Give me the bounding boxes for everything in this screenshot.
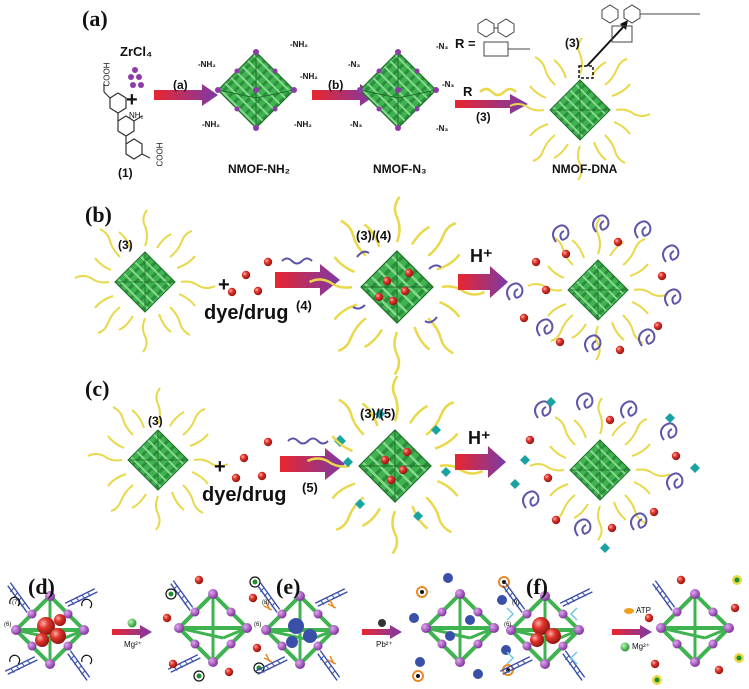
arrow-step-3 — [455, 94, 528, 114]
n3-group-5: -N₃ — [350, 120, 363, 129]
inset-id-label: (3) — [565, 36, 580, 50]
nh2-group-3: -NH₂ — [294, 120, 312, 129]
e-strand-id: (8) — [262, 600, 270, 606]
panel-f-graphics — [496, 575, 744, 685]
r-label: R — [463, 84, 473, 99]
cooh-bottom-label: COOH — [155, 142, 165, 167]
b-start-id: (3) — [118, 238, 133, 252]
linker-molecule — [103, 84, 151, 160]
nh2-group-4: -NH₂ — [198, 60, 216, 69]
b-trigger-label: H⁺ — [470, 246, 493, 266]
b-reagent-id: (4) — [296, 298, 312, 313]
e-core-id: (6) — [254, 622, 262, 628]
panel-c-label: (c) — [85, 376, 110, 401]
plus-b: + — [218, 274, 230, 296]
panel-d-graphics — [1, 575, 265, 682]
plus-a: + — [126, 89, 138, 111]
panel-b-label: (b) — [85, 202, 112, 227]
panel-a-label: (a) — [82, 6, 108, 31]
c-complex-id: (3)/(5) — [360, 406, 396, 421]
n3-group-3: -N₃ — [436, 124, 449, 133]
plus-c: + — [214, 456, 226, 478]
step-a-label: (a) — [173, 78, 188, 92]
n3-group-1: -N₃ — [436, 42, 449, 51]
r-group-structure — [477, 18, 530, 57]
nmof-dna-label: NMOF-DNA — [552, 162, 618, 176]
c-start-id: (3) — [148, 414, 163, 428]
dna-conjugate-structure — [601, 4, 700, 43]
panel-f-label: (f) — [526, 574, 548, 599]
n3-group-4: -N₃ — [348, 60, 361, 69]
nh2-group-5: -NH₂ — [202, 120, 220, 129]
e-trigger-label: Pb²⁺ — [376, 640, 393, 649]
zr-cluster — [128, 74, 134, 80]
b-dye-label: dye/drug — [204, 302, 289, 324]
n3-group-2: -N₃ — [442, 80, 455, 89]
panel-c-graphics — [87, 374, 700, 555]
arrow-load-c — [280, 448, 345, 480]
arrow-release-c — [455, 446, 506, 478]
cooh-top-label: COOH — [102, 62, 112, 87]
nh2-label: NH₂ — [129, 111, 144, 120]
arrow-load-b — [275, 264, 340, 296]
c-dye-label: dye/drug — [202, 484, 287, 506]
d-trigger-label: Mg²⁺ — [124, 640, 142, 649]
f-strand-id: (9) — [512, 600, 520, 606]
r-equals-label: R = — [455, 36, 476, 51]
nh2-group-1: -NH₂ — [290, 40, 308, 49]
f-trigger-atp: ATP — [636, 606, 651, 615]
arrow-release-b — [458, 266, 508, 298]
d-strand-id: (7) — [12, 600, 20, 606]
panel-b-graphics — [74, 195, 682, 376]
b-complex-id: (3)/(4) — [356, 228, 392, 243]
f-trigger-mg: Mg²⁺ — [632, 642, 650, 651]
step-3-label: (3) — [476, 110, 491, 124]
nh2-group-2: -NH₂ — [300, 72, 318, 81]
linker-id: (1) — [118, 166, 133, 180]
step-b-label: (b) — [328, 78, 344, 92]
nmof-n3-label: NMOF-N₃ — [373, 162, 427, 176]
c-reagent-id: (5) — [302, 480, 318, 495]
nmof-nh2-label: NMOF-NH₂ — [228, 162, 290, 176]
panel-e-label: (e) — [276, 574, 301, 599]
panel-d-label: (d) — [28, 574, 55, 599]
d-core-id: (6) — [4, 622, 12, 628]
c-trigger-label: H⁺ — [468, 428, 491, 448]
f-core-id: (6) — [504, 622, 512, 628]
panel-e-graphics — [251, 573, 514, 682]
panel-a-graphics — [103, 4, 700, 181]
zrcl4-label: ZrCl₄ — [120, 44, 153, 59]
